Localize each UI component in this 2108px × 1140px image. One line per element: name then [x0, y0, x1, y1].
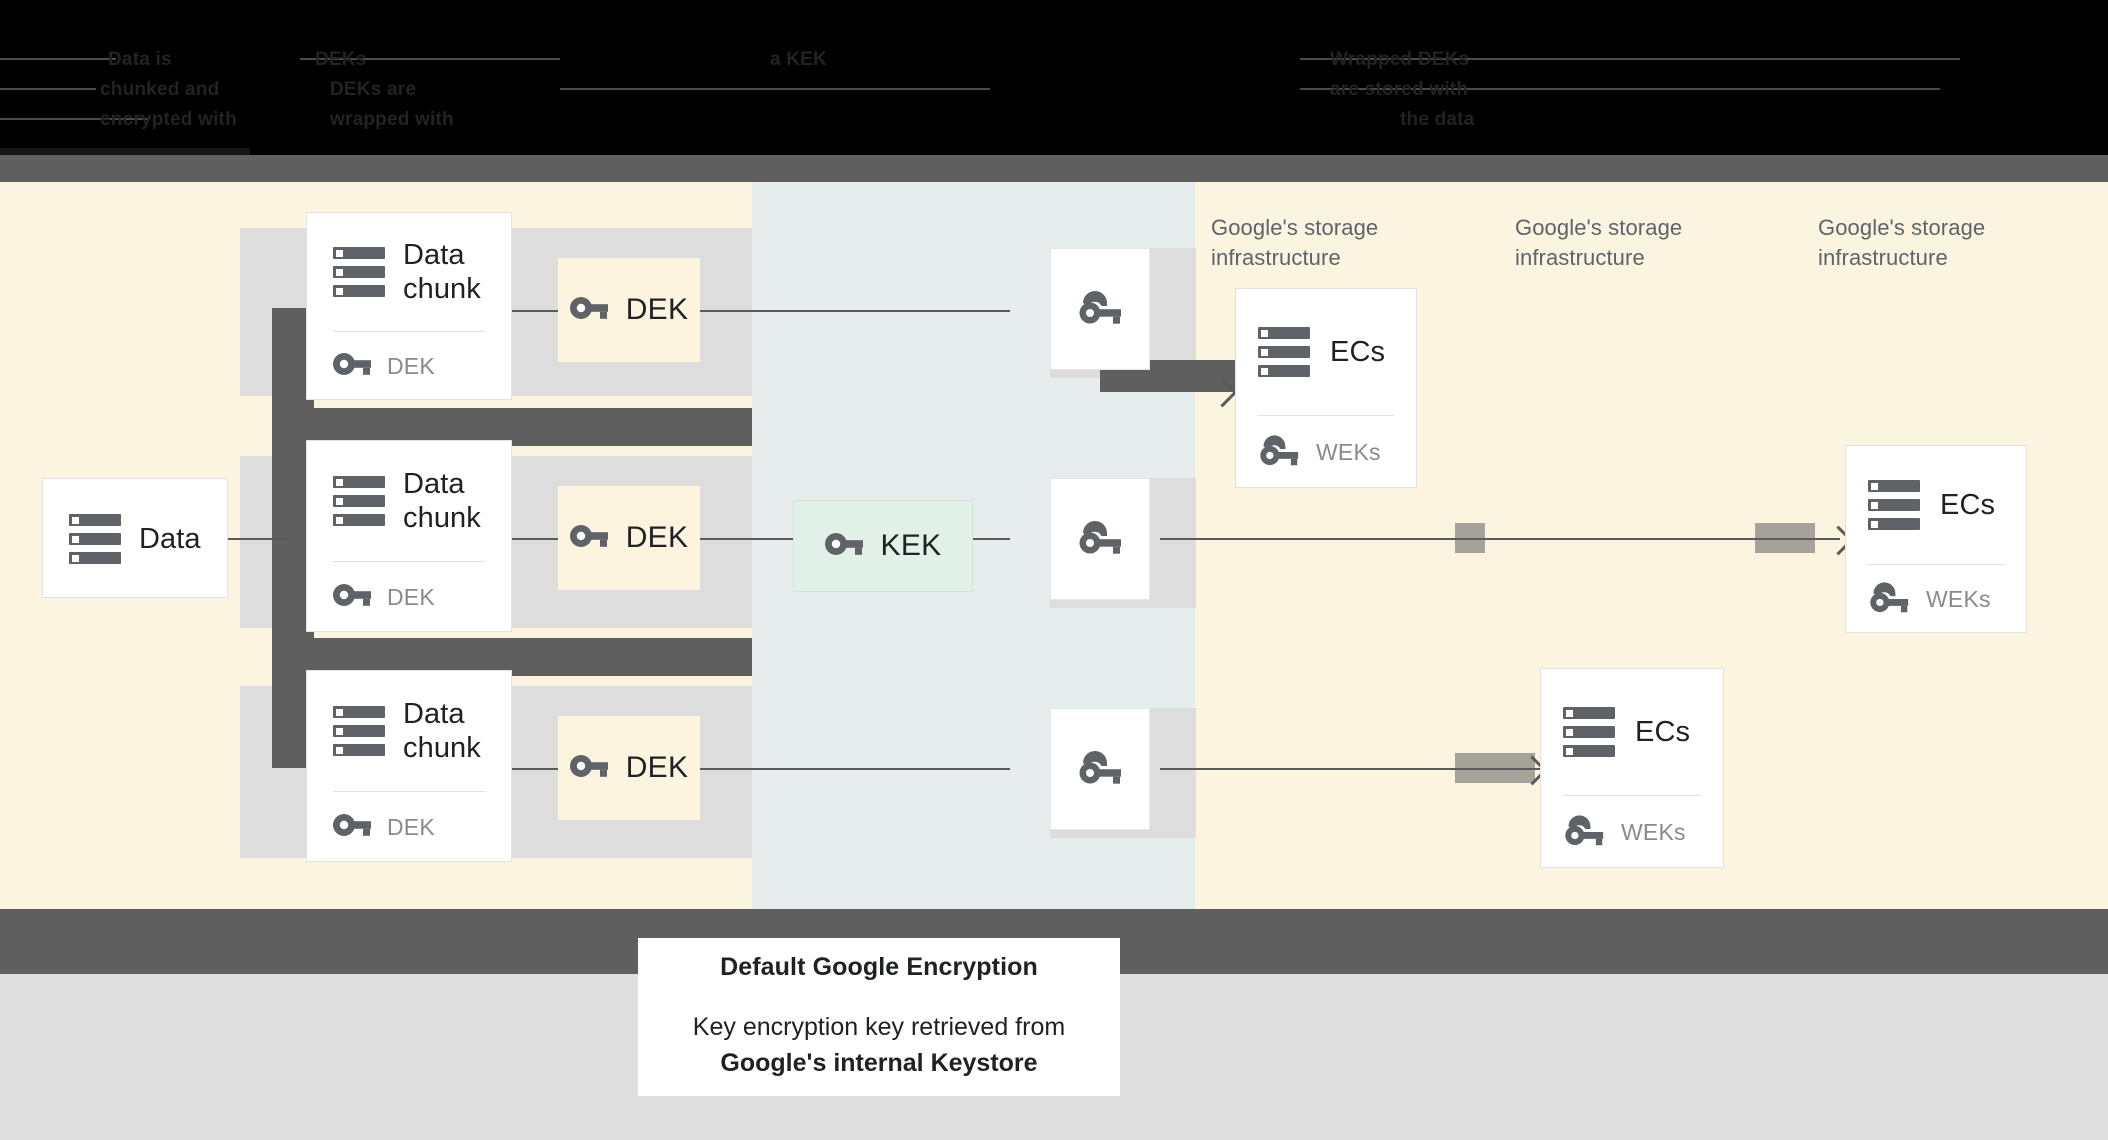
key-icon	[569, 295, 608, 326]
key-icon	[333, 812, 371, 843]
fanout-branch-2	[272, 638, 752, 676]
caption-line-1: Key encryption key retrieved from	[692, 1013, 1066, 1041]
header-rule	[0, 118, 150, 120]
header-rule	[0, 88, 96, 90]
header-legend-strip: Data is chunked and encrypted with DEKs …	[0, 0, 2108, 155]
card-data-title: Data	[139, 522, 201, 555]
wrapped-key-icon	[1077, 750, 1123, 789]
storage-label: Google's storage infrastructure	[1515, 215, 1683, 270]
wrapped-key-icon	[1077, 520, 1123, 559]
wrapped-key-icon	[1868, 581, 1910, 618]
server-icon	[333, 476, 385, 526]
card-chunk-title: Data chunk	[403, 697, 481, 764]
wrapped-key-icon	[1563, 814, 1605, 851]
key-icon	[569, 753, 608, 784]
route-marker-lower	[1455, 753, 1535, 783]
server-icon	[333, 706, 385, 756]
server-icon	[333, 247, 385, 297]
card-ec-subtitle: WEKs	[1621, 818, 1686, 845]
header-text: chunked and	[100, 79, 220, 100]
connector-wkey3-ec	[1160, 768, 1540, 770]
key-icon	[824, 531, 863, 562]
card-ec[interactable]: ECs WEKs	[1845, 445, 2027, 633]
top-divider-band	[0, 155, 2108, 182]
connector-chunk3-dek	[510, 768, 558, 770]
card-chunk-subtitle: DEK	[387, 352, 435, 379]
connector-wkey2-ec	[1160, 538, 1840, 540]
kek-box[interactable]: KEK	[793, 500, 973, 592]
card-divider	[333, 331, 485, 332]
dek-label: DEK	[625, 751, 689, 784]
header-text: a KEK	[770, 49, 827, 70]
key-icon	[333, 351, 371, 382]
connector-chunk2-dek	[510, 538, 558, 540]
card-ec[interactable]: ECs WEKs	[1540, 668, 1724, 868]
wrapped-key-icon	[1077, 290, 1123, 329]
card-divider	[333, 561, 485, 562]
header-text: wrapped with	[330, 109, 454, 130]
card-ec-title: ECs	[1330, 335, 1386, 368]
header-text: encrypted with	[100, 109, 237, 130]
server-icon	[1258, 327, 1310, 377]
fanout-branch-1	[272, 408, 752, 446]
server-icon	[69, 514, 121, 564]
server-icon	[1563, 707, 1615, 757]
caption-card: Default Google Encryption Key encryption…	[638, 938, 1120, 1096]
header-text: Wrapped DEKs	[1330, 49, 1470, 70]
card-chunk-title: Data chunk	[403, 467, 481, 534]
header-rule	[1300, 58, 1960, 60]
connector-data-to-trunk	[228, 538, 288, 540]
header-text: are stored with	[1330, 79, 1469, 100]
server-icon	[1868, 480, 1920, 530]
card-data-chunk[interactable]: Data chunk DEK	[306, 212, 512, 400]
card-chunk-subtitle: DEK	[387, 813, 435, 840]
route-marker-middle	[1455, 523, 1485, 553]
dek-box[interactable]: DEK	[558, 486, 700, 590]
card-data-chunk[interactable]: Data chunk DEK	[306, 440, 512, 632]
wrapped-key-box[interactable]	[1050, 478, 1150, 600]
caption-title: Default Google Encryption	[720, 953, 1038, 981]
card-divider	[333, 791, 485, 792]
wrapped-key-box[interactable]	[1050, 248, 1150, 370]
header-text: the data	[1400, 109, 1475, 130]
caption-line-2: Google's internal Keystore	[720, 1048, 1038, 1077]
card-data-chunk[interactable]: Data chunk DEK	[306, 670, 512, 862]
storage-label: Google's storage infrastructure	[1818, 215, 1986, 270]
key-icon	[333, 582, 371, 613]
header-text: DEKs are	[330, 79, 417, 100]
connector-chunk1-dek	[510, 310, 558, 312]
card-data[interactable]: Data	[42, 478, 228, 598]
card-chunk-title: Data chunk	[403, 238, 481, 305]
dek-label: DEK	[625, 293, 689, 326]
card-ec-title: ECs	[1635, 715, 1691, 748]
dek-box[interactable]: DEK	[558, 258, 700, 362]
kek-label: KEK	[880, 529, 942, 562]
card-ec-subtitle: WEKs	[1316, 438, 1381, 465]
wrapped-key-icon	[1258, 434, 1300, 471]
storage-label: Google's storage infrastructure	[1211, 215, 1379, 270]
wrapped-key-box[interactable]	[1050, 708, 1150, 830]
header-shadow-block	[0, 148, 250, 155]
route-marker-middle-2	[1755, 523, 1815, 553]
header-rule	[560, 88, 990, 90]
card-divider	[1868, 564, 2004, 565]
card-chunk-subtitle: DEK	[387, 583, 435, 610]
key-icon	[569, 523, 608, 554]
card-divider	[1563, 795, 1701, 796]
card-ec-subtitle: WEKs	[1926, 585, 1991, 612]
header-text: Data is	[108, 49, 172, 70]
caption-body: Key encryption key retrieved from Google…	[693, 1010, 1065, 1081]
card-divider	[1258, 415, 1394, 416]
card-ec[interactable]: ECs WEKs	[1235, 288, 1417, 488]
dek-box[interactable]: DEK	[558, 716, 700, 820]
connector-dek3-wkey	[700, 768, 1010, 770]
header-text: DEKs	[315, 49, 367, 70]
header-rule	[300, 58, 560, 60]
dek-label: DEK	[625, 521, 689, 554]
card-ec-title: ECs	[1940, 488, 1996, 521]
header-rule	[0, 58, 116, 60]
connector-dek1-wkey	[700, 310, 1010, 312]
header-rule	[1300, 88, 1940, 90]
